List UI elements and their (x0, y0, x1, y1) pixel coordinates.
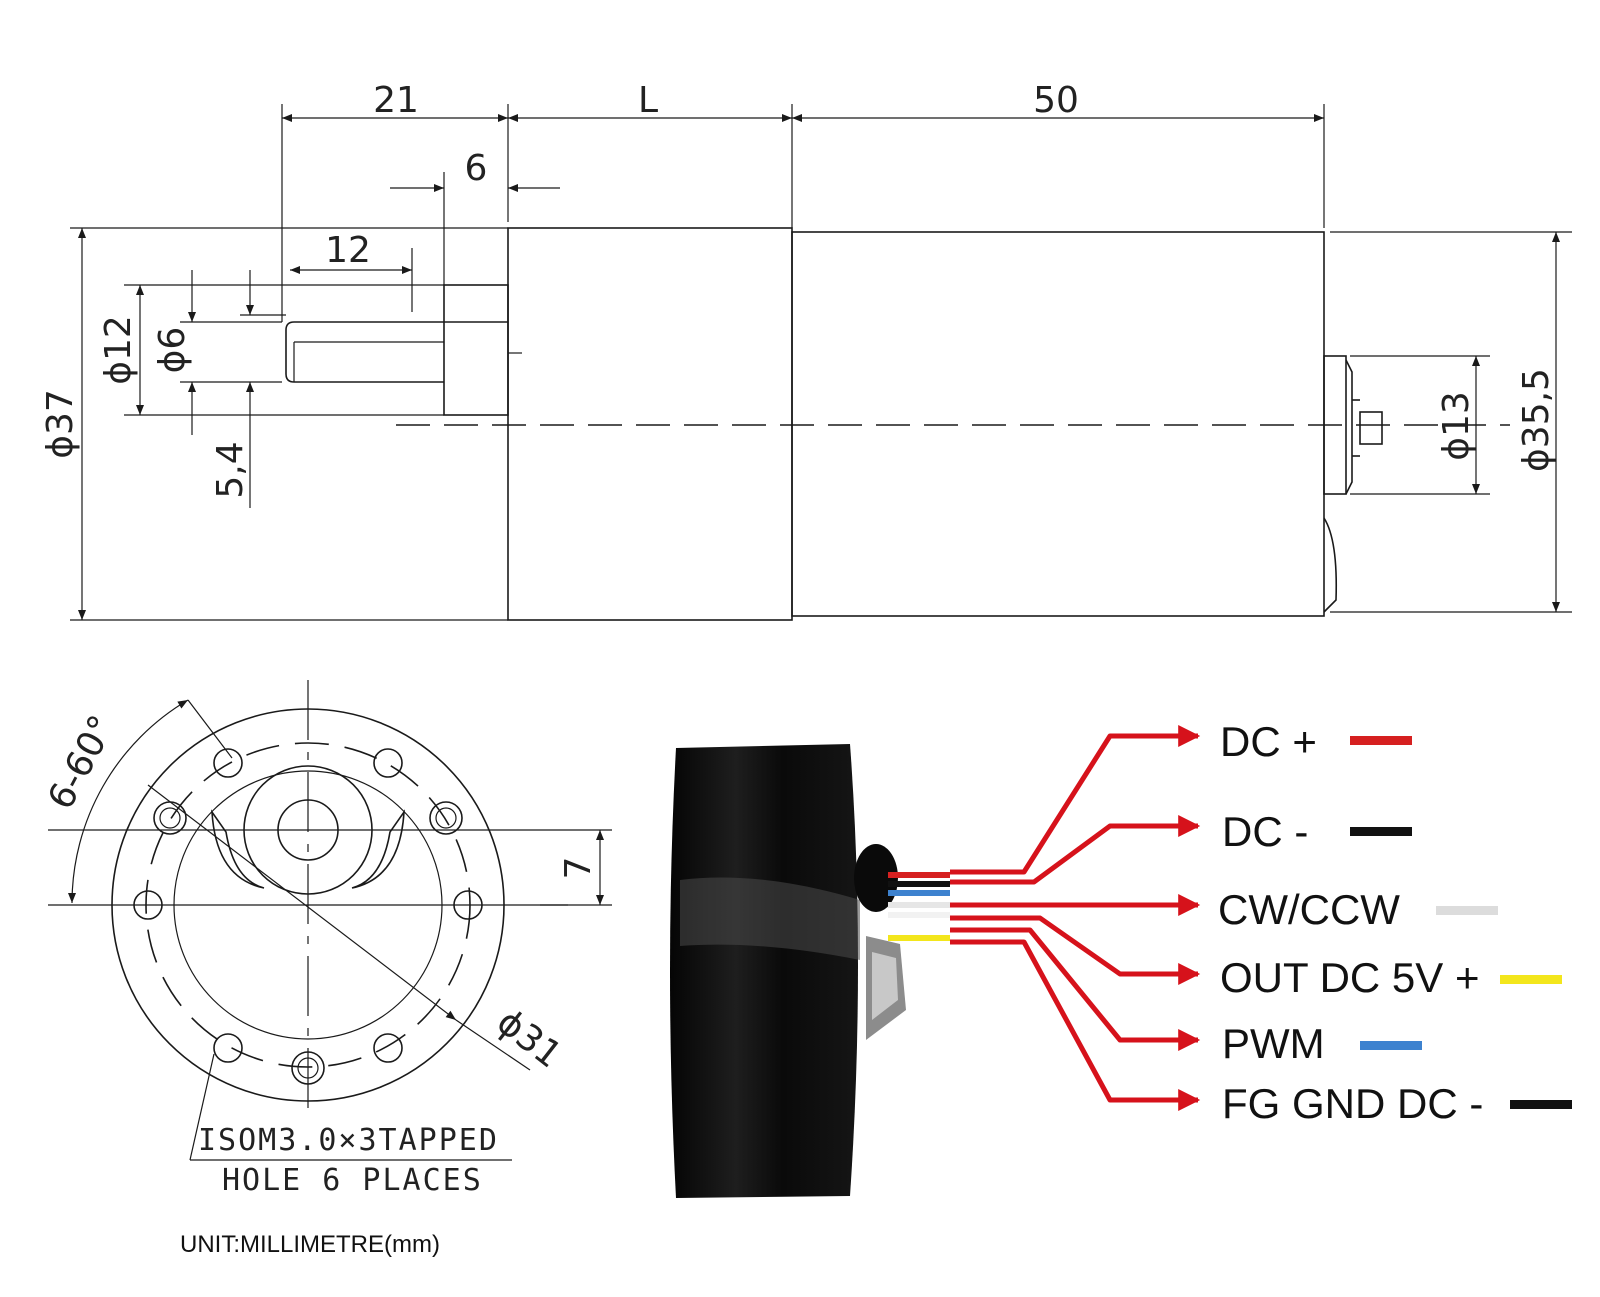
dim-flat-length: 12 (325, 230, 371, 271)
unit-note: UNIT:MILLIMETRE(mm) (180, 1231, 440, 1258)
hole-note-line1: ISOM3.0×3TAPPED (198, 1123, 499, 1158)
motor-outline (791, 231, 1325, 617)
boss-outline (443, 284, 509, 416)
gearbox-outline (507, 227, 793, 621)
shaft-outline (285, 321, 508, 383)
wire-swatch-fg-gnd (1510, 1100, 1572, 1109)
wire-red (888, 872, 950, 878)
wire-label-fg-gnd: FG GND DC - (1222, 1080, 1483, 1127)
wire-swatch-pwm (1360, 1041, 1422, 1050)
dim-motor-length: 50 (1033, 80, 1079, 121)
wire-label-dc-plus: DC + (1220, 718, 1317, 765)
wire-black (888, 881, 950, 887)
angle-label: 6-60° (40, 709, 123, 816)
wire-swatch-out-5v (1500, 975, 1562, 984)
wire-blue (888, 890, 950, 896)
wire-label-cw-ccw: CW/CCW (1218, 886, 1400, 933)
wire-white (888, 902, 950, 908)
wire-white-2 (888, 912, 950, 918)
wiring-arrows (950, 725, 1201, 1111)
motor-photo (670, 744, 950, 1198)
dim-flat-height: 5,4 (210, 441, 251, 498)
motor-body (670, 744, 858, 1198)
wire-swatch-dc-minus (1350, 827, 1412, 836)
dim-shaft-diameter: ϕ6 (152, 327, 193, 374)
wire-label-dc-minus: DC - (1222, 808, 1308, 855)
wire-swatch-cw-ccw (1436, 906, 1498, 915)
dim-gearbox-diameter: ϕ37 (40, 389, 81, 459)
dim-boss-diameter: ϕ12 (98, 315, 139, 385)
hole-note-line2: HOLE 6 PLACES (222, 1163, 483, 1198)
dim-shaft-length: 21 (373, 80, 419, 121)
offset-label: 7 (558, 857, 599, 880)
pcd-label: ϕ31 (489, 1001, 569, 1076)
front-view: 6-60° 7 ϕ31 ISOM3.0×3TAPPED HOLE 6 PLACE… (40, 680, 612, 1258)
dim-rear-boss-diameter: ϕ13 (1436, 391, 1477, 461)
dim-motor-diameter: ϕ35,5 (1516, 368, 1557, 472)
side-view: 21 L 50 6 12 ϕ37 ϕ12 ϕ6 5,4 ϕ13 ϕ35,5 (40, 80, 1572, 621)
dim-gearbox-length: L (638, 80, 658, 121)
wire-label-pwm: PWM (1222, 1020, 1325, 1067)
wire-swatch-dc-plus (1350, 736, 1412, 745)
dim-flat-width: 6 (465, 148, 488, 189)
wiring-legend: DC + DC - CW/CCW OUT DC 5V + PWM FG GND … (1218, 718, 1572, 1127)
wire-grommet (854, 844, 898, 912)
wire-label-out-5v: OUT DC 5V + (1220, 954, 1479, 1001)
wire-yellow (888, 935, 950, 941)
